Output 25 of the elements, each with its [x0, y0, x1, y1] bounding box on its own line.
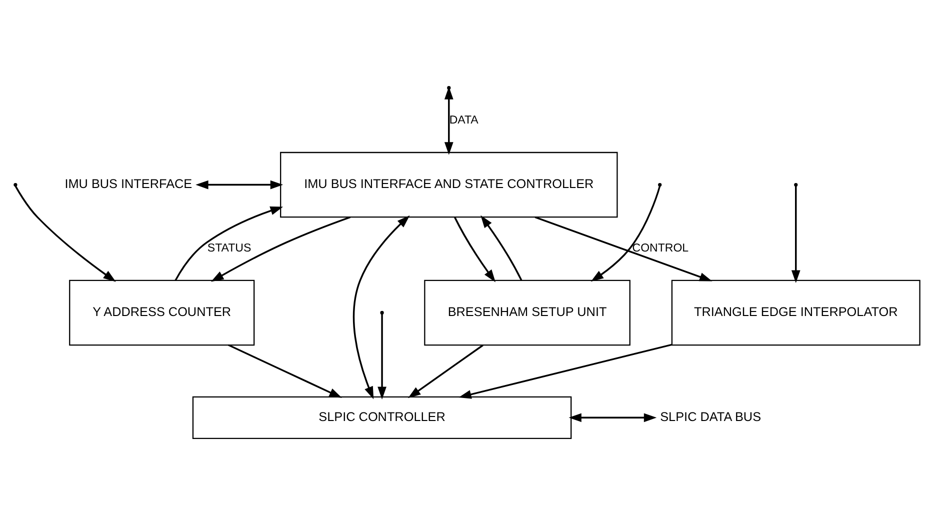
edge-label: DATA	[448, 114, 478, 127]
arrow	[210, 216, 350, 282]
node-text: IMU BUS INTERFACE	[64, 177, 192, 192]
node-box: IMU BUS INTERFACE AND STATE CONTROLLER	[280, 152, 618, 218]
arrow	[568, 413, 656, 422]
edge-label: CONTROL	[632, 242, 688, 255]
arrow	[377, 314, 386, 400]
arrow	[458, 344, 672, 399]
arrow	[14, 186, 116, 282]
arrow	[790, 186, 800, 283]
node-box: BRESENHAM SETUP UNIT	[424, 280, 630, 346]
node-box: Y ADDRESS COUNTER	[68, 280, 254, 346]
arrow	[352, 215, 410, 400]
arrow	[408, 344, 483, 398]
node-text: SLPIC DATA BUS	[660, 410, 761, 424]
arrow	[534, 216, 712, 282]
arrow	[195, 180, 283, 190]
arrow	[228, 344, 342, 398]
arrow	[174, 206, 283, 281]
edge-label: STATUS	[206, 242, 251, 255]
arrow	[454, 216, 496, 282]
node-box: SLPIC CONTROLLER	[192, 396, 572, 439]
node-box: TRIANGLE EDGE INTERPOLATOR	[670, 280, 920, 346]
arrow	[590, 186, 660, 282]
arrow	[480, 215, 522, 281]
